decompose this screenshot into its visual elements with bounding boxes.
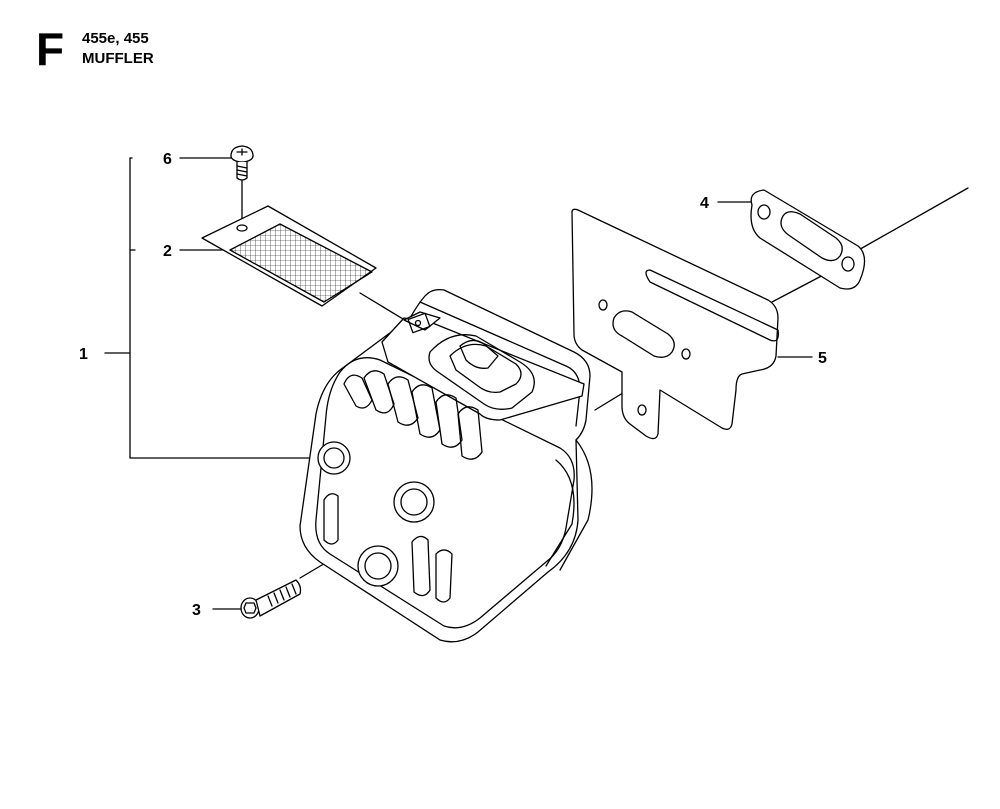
- bolt-icon: [240, 579, 302, 619]
- mesh-screen-icon: [201, 205, 377, 307]
- callout-6: 6: [163, 151, 172, 168]
- muffler-icon: [299, 288, 593, 643]
- callout-2: 2: [163, 243, 172, 260]
- callout-3: 3: [192, 602, 201, 619]
- callout-4: 4: [700, 195, 709, 212]
- section-letter: F: [36, 23, 65, 75]
- callout-labels: 6 2 1 3 4 5: [79, 151, 827, 619]
- callout-5: 5: [818, 350, 827, 367]
- diagram-title: MUFFLER: [82, 50, 154, 67]
- screw-icon: [230, 145, 254, 181]
- gasket-icon: [750, 189, 866, 290]
- model-label: 455e, 455: [82, 30, 149, 47]
- callout-1: 1: [79, 346, 88, 363]
- mounting-plate-icon: [571, 208, 779, 440]
